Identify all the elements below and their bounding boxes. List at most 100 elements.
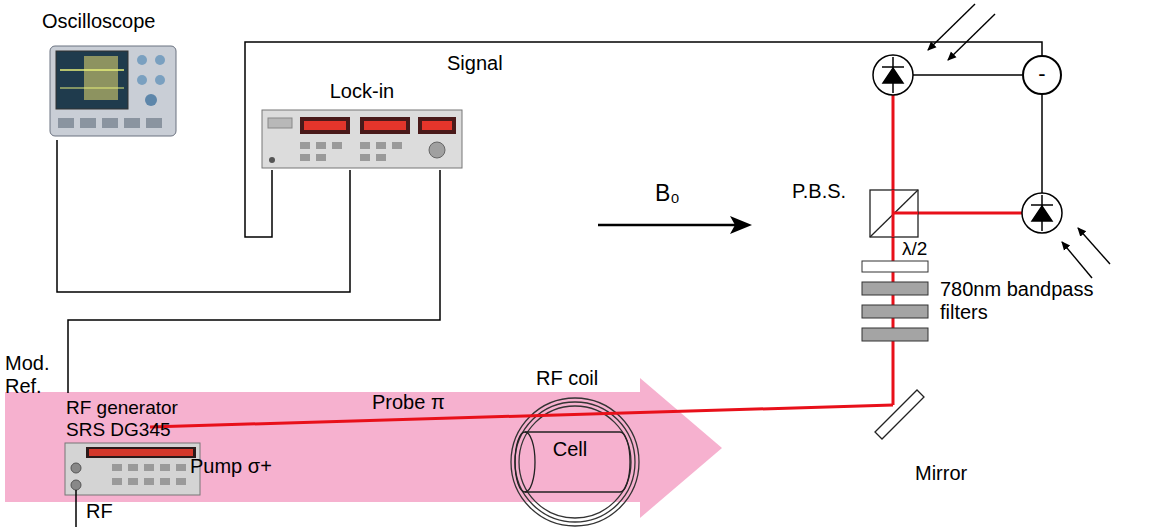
part-label: Mirror	[915, 462, 967, 485]
vapor-cell-part	[525, 431, 620, 432]
lock-in-illustration-part	[300, 154, 310, 161]
subtractor-circle: -	[1022, 55, 1062, 95]
lock-in-illustration-part	[429, 142, 445, 158]
photodiode-part	[1032, 206, 1052, 221]
lock-in-illustration-part	[376, 154, 386, 161]
field-arrow	[598, 216, 752, 234]
oscilloscope-node: Oscilloscope	[40, 8, 180, 140]
rf-generator-illustration-part	[160, 464, 170, 471]
oscilloscope-illustration-part	[155, 55, 165, 65]
light-arrow-part	[1062, 242, 1092, 278]
pbs-cube	[870, 190, 918, 237]
light-arrow-part	[928, 4, 975, 50]
oscilloscope-illustration-part	[60, 88, 124, 89]
wire-label: Signal	[445, 52, 505, 75]
lock-in-illustration-part	[376, 142, 386, 149]
port-label: Mod. Ref.	[5, 352, 63, 398]
rf-generator-illustration-part	[86, 447, 196, 458]
rf-generator-illustration-part	[112, 478, 122, 485]
lock-in-illustration-part	[269, 157, 275, 163]
photodiode-part	[1022, 193, 1062, 233]
oscilloscope-illustration-part	[60, 69, 124, 71]
vapor-cell	[515, 432, 630, 492]
lock-in-illustration-part	[316, 154, 326, 161]
rf-generator-node: RF generator SRS DG345	[62, 393, 209, 497]
lock-in-illustration	[262, 110, 462, 168]
rf-generator-illustration-part	[144, 464, 154, 471]
oscilloscope-illustration-part	[102, 118, 118, 128]
part-label: λ/2	[902, 239, 927, 258]
bandpass-filters-part	[862, 305, 928, 318]
rf-generator-illustration-part	[176, 464, 186, 471]
rf-coil-part	[515, 402, 635, 522]
signal-wire	[57, 140, 350, 292]
lock-in-illustration-part	[316, 142, 326, 149]
probe-beam	[892, 190, 895, 237]
photodiode	[1022, 193, 1062, 233]
probe-beam-part	[150, 405, 893, 427]
oscilloscope-illustration-part	[84, 56, 118, 100]
part-label: RF coil	[536, 367, 598, 390]
rf-generator-illustration-part	[128, 478, 138, 485]
lock-in-illustration-part	[262, 110, 462, 168]
node-label: Cell	[523, 438, 617, 461]
lock-in-illustration-part	[422, 121, 452, 130]
field-arrow-part	[730, 216, 752, 234]
rf-generator-illustration-part	[176, 478, 186, 485]
lock-in-illustration-part	[364, 121, 406, 130]
photodiode-part	[882, 66, 904, 68]
port-label: RF	[86, 500, 113, 523]
oscilloscope-illustration-part	[50, 46, 176, 136]
oscilloscope-illustration-part	[124, 118, 140, 128]
rf-generator-illustration	[65, 443, 200, 495]
light-arrow-part	[948, 14, 995, 60]
oscilloscope-illustration-part	[137, 55, 147, 65]
photodiode-part	[883, 68, 903, 83]
lock-in-illustration-part	[268, 118, 292, 128]
lock-in-illustration-part	[304, 121, 346, 130]
lock-in-node: Lock-in	[262, 78, 462, 170]
signal-wire	[68, 170, 440, 393]
rf-generator-illustration-part	[71, 480, 81, 490]
light-arrow	[928, 4, 1110, 278]
node-label: Lock-in	[264, 80, 460, 103]
detector-wire-part	[1041, 95, 1043, 193]
oscilloscope-illustration-part	[80, 118, 96, 128]
probe-beam-part	[892, 95, 895, 405]
vapor-cell-part	[515, 432, 535, 492]
rf-generator-illustration-part	[89, 449, 193, 456]
rf-generator-illustration-part	[71, 463, 81, 473]
rf-generator-illustration-part	[144, 478, 154, 485]
pbs-cube-part	[870, 190, 918, 237]
vapor-cell-part	[620, 432, 630, 492]
rf-generator-illustration-part	[128, 464, 138, 471]
part-label: P.B.S.	[792, 180, 846, 203]
rf-generator-illustration-part	[112, 464, 122, 471]
bandpass-filters	[862, 282, 928, 341]
lock-in-illustration-part	[300, 142, 310, 149]
beam-label: Pump σ+	[190, 455, 272, 478]
lock-in-illustration-part	[360, 142, 370, 149]
node-label: RF generator SRS DG345	[66, 397, 205, 441]
rf-output-wire	[75, 490, 77, 527]
half-wave-plate	[862, 261, 928, 272]
signal-wire	[245, 42, 1042, 237]
oscilloscope-illustration-part	[58, 118, 74, 128]
bandpass-filters-part	[862, 328, 928, 341]
detector-wire	[913, 75, 1042, 193]
lock-in-illustration-part	[392, 142, 402, 149]
light-arrow-part	[1078, 228, 1110, 264]
photodiode	[873, 55, 913, 95]
oscilloscope-illustration-part	[137, 75, 147, 85]
probe-beam-part	[893, 212, 1022, 215]
mirror	[875, 390, 924, 439]
node-label: -	[1038, 63, 1045, 85]
rf-generator-illustration-part	[65, 443, 200, 495]
rf-generator-illustration-part	[160, 478, 170, 485]
lock-in-illustration-part	[360, 117, 410, 134]
lock-in-illustration-part	[300, 117, 350, 134]
oscilloscope-illustration-part	[145, 94, 157, 106]
rf-coil-part	[519, 406, 631, 518]
vapor-cell-part	[525, 491, 620, 492]
